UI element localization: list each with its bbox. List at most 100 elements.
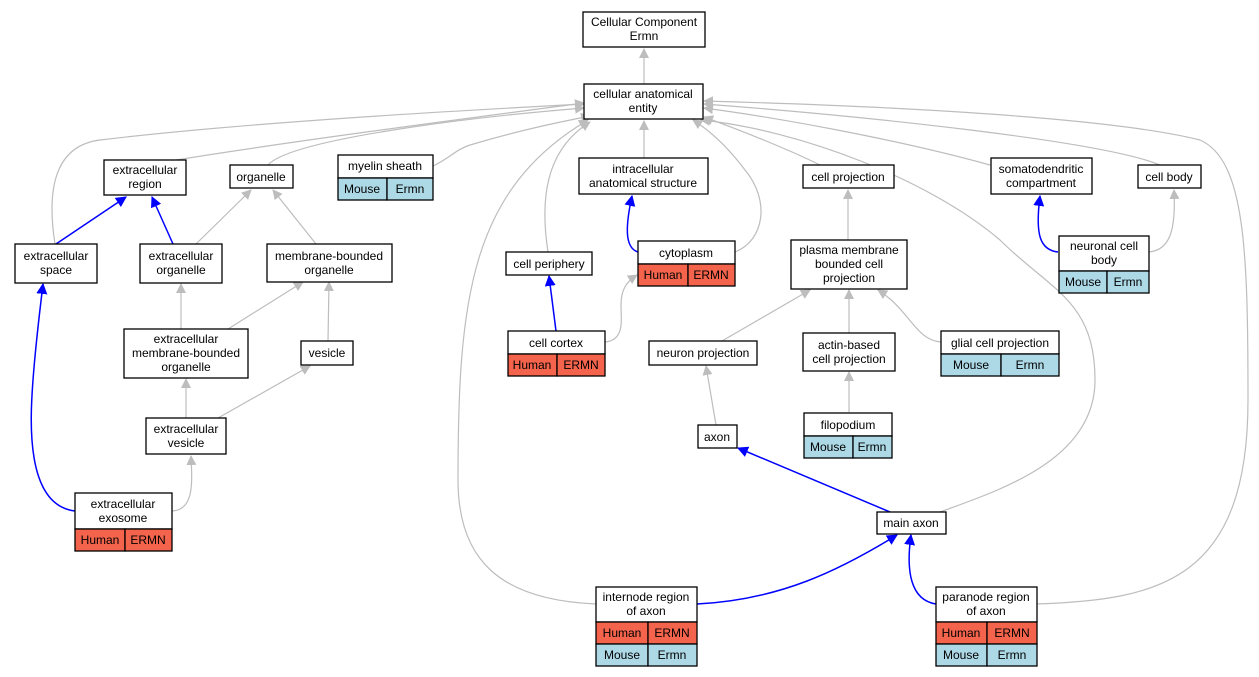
node-cytoplasm[interactable]: cytoplasm Human ERMN: [637, 240, 736, 287]
node-extracellular-region[interactable]: extracellular region: [103, 159, 187, 196]
node-organelle[interactable]: organelle: [229, 164, 294, 189]
edge-mainaxon-to-axon: [736, 446, 891, 513]
edge-organelle-to-cae: [267, 103, 585, 166]
node-label-line: axon: [704, 430, 730, 444]
node-plasma-membrane-bounded-cell-projection[interactable]: plasma membrane bounded cell projection: [790, 239, 908, 290]
node-cellular-anatomical-entity[interactable]: cellular anatomical entity: [583, 83, 704, 120]
edge-mbo-to-organelle: [272, 189, 317, 245]
node-extracellular-organelle[interactable]: extracellular organelle: [139, 243, 223, 284]
node-label-line: membrane-bounded: [132, 346, 240, 360]
tag-species-label: Human: [644, 268, 683, 282]
node-label-line: cell periphery: [513, 257, 584, 271]
node-label-line: extracellular: [149, 249, 214, 263]
node-label-line: cytoplasm: [659, 246, 713, 260]
edge-paranode-to-cae: [703, 96, 1249, 605]
edge-vesicle-to-mbo: [323, 281, 334, 342]
edge-exosome-to-extvesicle: [171, 455, 197, 512]
edge-cytoplasm-to-cae: [692, 119, 762, 253]
edge-cellperiphery-to-cae: [544, 121, 591, 253]
edge-neuronproj-to-pmbcp: [721, 289, 811, 342]
edge-space-to-cae: [51, 99, 585, 245]
tag-gene: [647, 643, 698, 667]
node-label-line: exosome: [99, 511, 148, 525]
node-label-line: extracellular: [91, 497, 156, 511]
node-label-line: of axon: [626, 604, 665, 618]
node-myelin-sheath[interactable]: myelin sheath Mouse Ermn: [337, 154, 434, 201]
node-glial-cell-projection[interactable]: glial cell projection Mouse Ermn: [940, 330, 1060, 377]
node-axon[interactable]: axon: [697, 424, 738, 449]
edge-glial-to-pmbcp: [877, 289, 942, 343]
node-neuron-projection[interactable]: neuron projection: [648, 340, 758, 366]
node-vesicle[interactable]: vesicle: [300, 340, 354, 366]
node-filopodium[interactable]: filopodium Mouse Ermn: [803, 412, 893, 459]
tag-species-label: Human: [942, 626, 981, 640]
node-label-line: membrane-bounded: [275, 249, 383, 263]
node-label-line: organelle: [161, 360, 211, 374]
tag-species-label: Human: [603, 626, 642, 640]
tag-gene-label: Ermn: [1114, 275, 1143, 289]
node-label-line: cell body: [1145, 170, 1192, 184]
edge-exosome-to-space: [30, 282, 76, 512]
edge-extmbo-to-mbo: [227, 281, 304, 330]
edge-cortex-to-cytoplasm: [604, 274, 638, 343]
node-main-axon[interactable]: main axon: [876, 511, 947, 535]
node-membrane-bounded-organelle[interactable]: membrane-bounded organelle: [266, 243, 393, 283]
node-label-line: cellular anatomical: [593, 87, 692, 101]
node-label-line: extracellular: [24, 249, 89, 263]
node-label-line: neuronal cell: [1070, 239, 1138, 253]
node-internode-region-of-axon[interactable]: internode region of axon Human ERMN Mous…: [595, 586, 698, 667]
edge-space-to-region: [55, 196, 127, 245]
node-intracellular-anatomical-structure[interactable]: intracellular anatomical structure: [578, 157, 709, 195]
node-label-line: paranode region: [942, 590, 1029, 604]
edge-internode-to-cae: [457, 119, 597, 605]
node-label-line: organelle: [156, 263, 206, 277]
tag-gene-label: Ermn: [396, 182, 425, 196]
node-label-line: organelle: [304, 263, 354, 277]
node-cell-projection[interactable]: cell projection: [802, 164, 895, 189]
tag-species-label: Mouse: [604, 648, 640, 662]
node-extracellular-exosome[interactable]: extracellular exosome Human ERMN: [74, 492, 173, 552]
edge-cellbody-to-cae: [703, 99, 1161, 166]
edge-cytoplasm-to-intracellular: [624, 194, 639, 253]
edge-somato-to-cae: [703, 104, 991, 166]
node-label-line: myelin sheath: [348, 159, 422, 173]
tag-species-label: Mouse: [1065, 275, 1101, 289]
tag-gene: [1000, 353, 1060, 377]
node-cell-body[interactable]: cell body: [1137, 164, 1202, 189]
node-actin-based-cell-projection[interactable]: actin-based cell projection: [802, 332, 896, 372]
edge-myelin-to-cae: [432, 112, 591, 167]
node-label-line: vesicle: [168, 436, 205, 450]
node-cell-periphery[interactable]: cell periphery: [505, 251, 593, 276]
edge-paranode-to-mainaxon: [904, 533, 937, 605]
node-label-line: compartment: [1006, 176, 1077, 190]
node-somatodendritic-compartment[interactable]: somatodendritic compartment: [990, 157, 1093, 195]
node-neuronal-cell-body[interactable]: neuronal cell body Mouse Ermn: [1058, 235, 1150, 294]
node-label-line: Cellular Component: [591, 15, 698, 29]
node-label-line: actin-based: [818, 338, 880, 352]
node-extracellular-vesicle[interactable]: extracellular vesicle: [145, 417, 227, 455]
tag-gene: [687, 263, 736, 287]
node-cellular-component[interactable]: Cellular Component Ermn: [582, 11, 706, 48]
tag-species-label: Human: [81, 533, 120, 547]
node-extracellular-membrane-bounded-organelle[interactable]: extracellular membrane-bounded organelle: [123, 328, 249, 379]
node-paranode-region-of-axon[interactable]: paranode region of axon Human ERMN Mouse…: [935, 586, 1038, 667]
tag-gene: [986, 643, 1038, 667]
node-extracellular-space[interactable]: extracellular space: [14, 243, 98, 284]
node-label-line: vesicle: [309, 346, 346, 360]
tag-gene: [1106, 270, 1150, 294]
node-label-line: entity: [629, 101, 658, 115]
node-label-line: internode region: [603, 590, 690, 604]
node-label-line: anatomical structure: [589, 176, 697, 190]
node-label-line: extracellular: [154, 422, 219, 436]
node-label-line: plasma membrane: [799, 243, 899, 257]
node-label-line: body: [1091, 253, 1117, 267]
tag-gene-label: ERMN: [654, 626, 689, 640]
tag-gene: [124, 528, 173, 552]
node-label-line: extracellular: [154, 332, 219, 346]
tag-gene-label: Ermn: [1016, 358, 1045, 372]
node-label-line: cell projection: [811, 170, 884, 184]
edge-internode-to-mainaxon: [696, 534, 898, 605]
node-cell-cortex[interactable]: cell cortex Human ERMN: [507, 330, 606, 377]
node-label-line: projection: [823, 271, 875, 285]
